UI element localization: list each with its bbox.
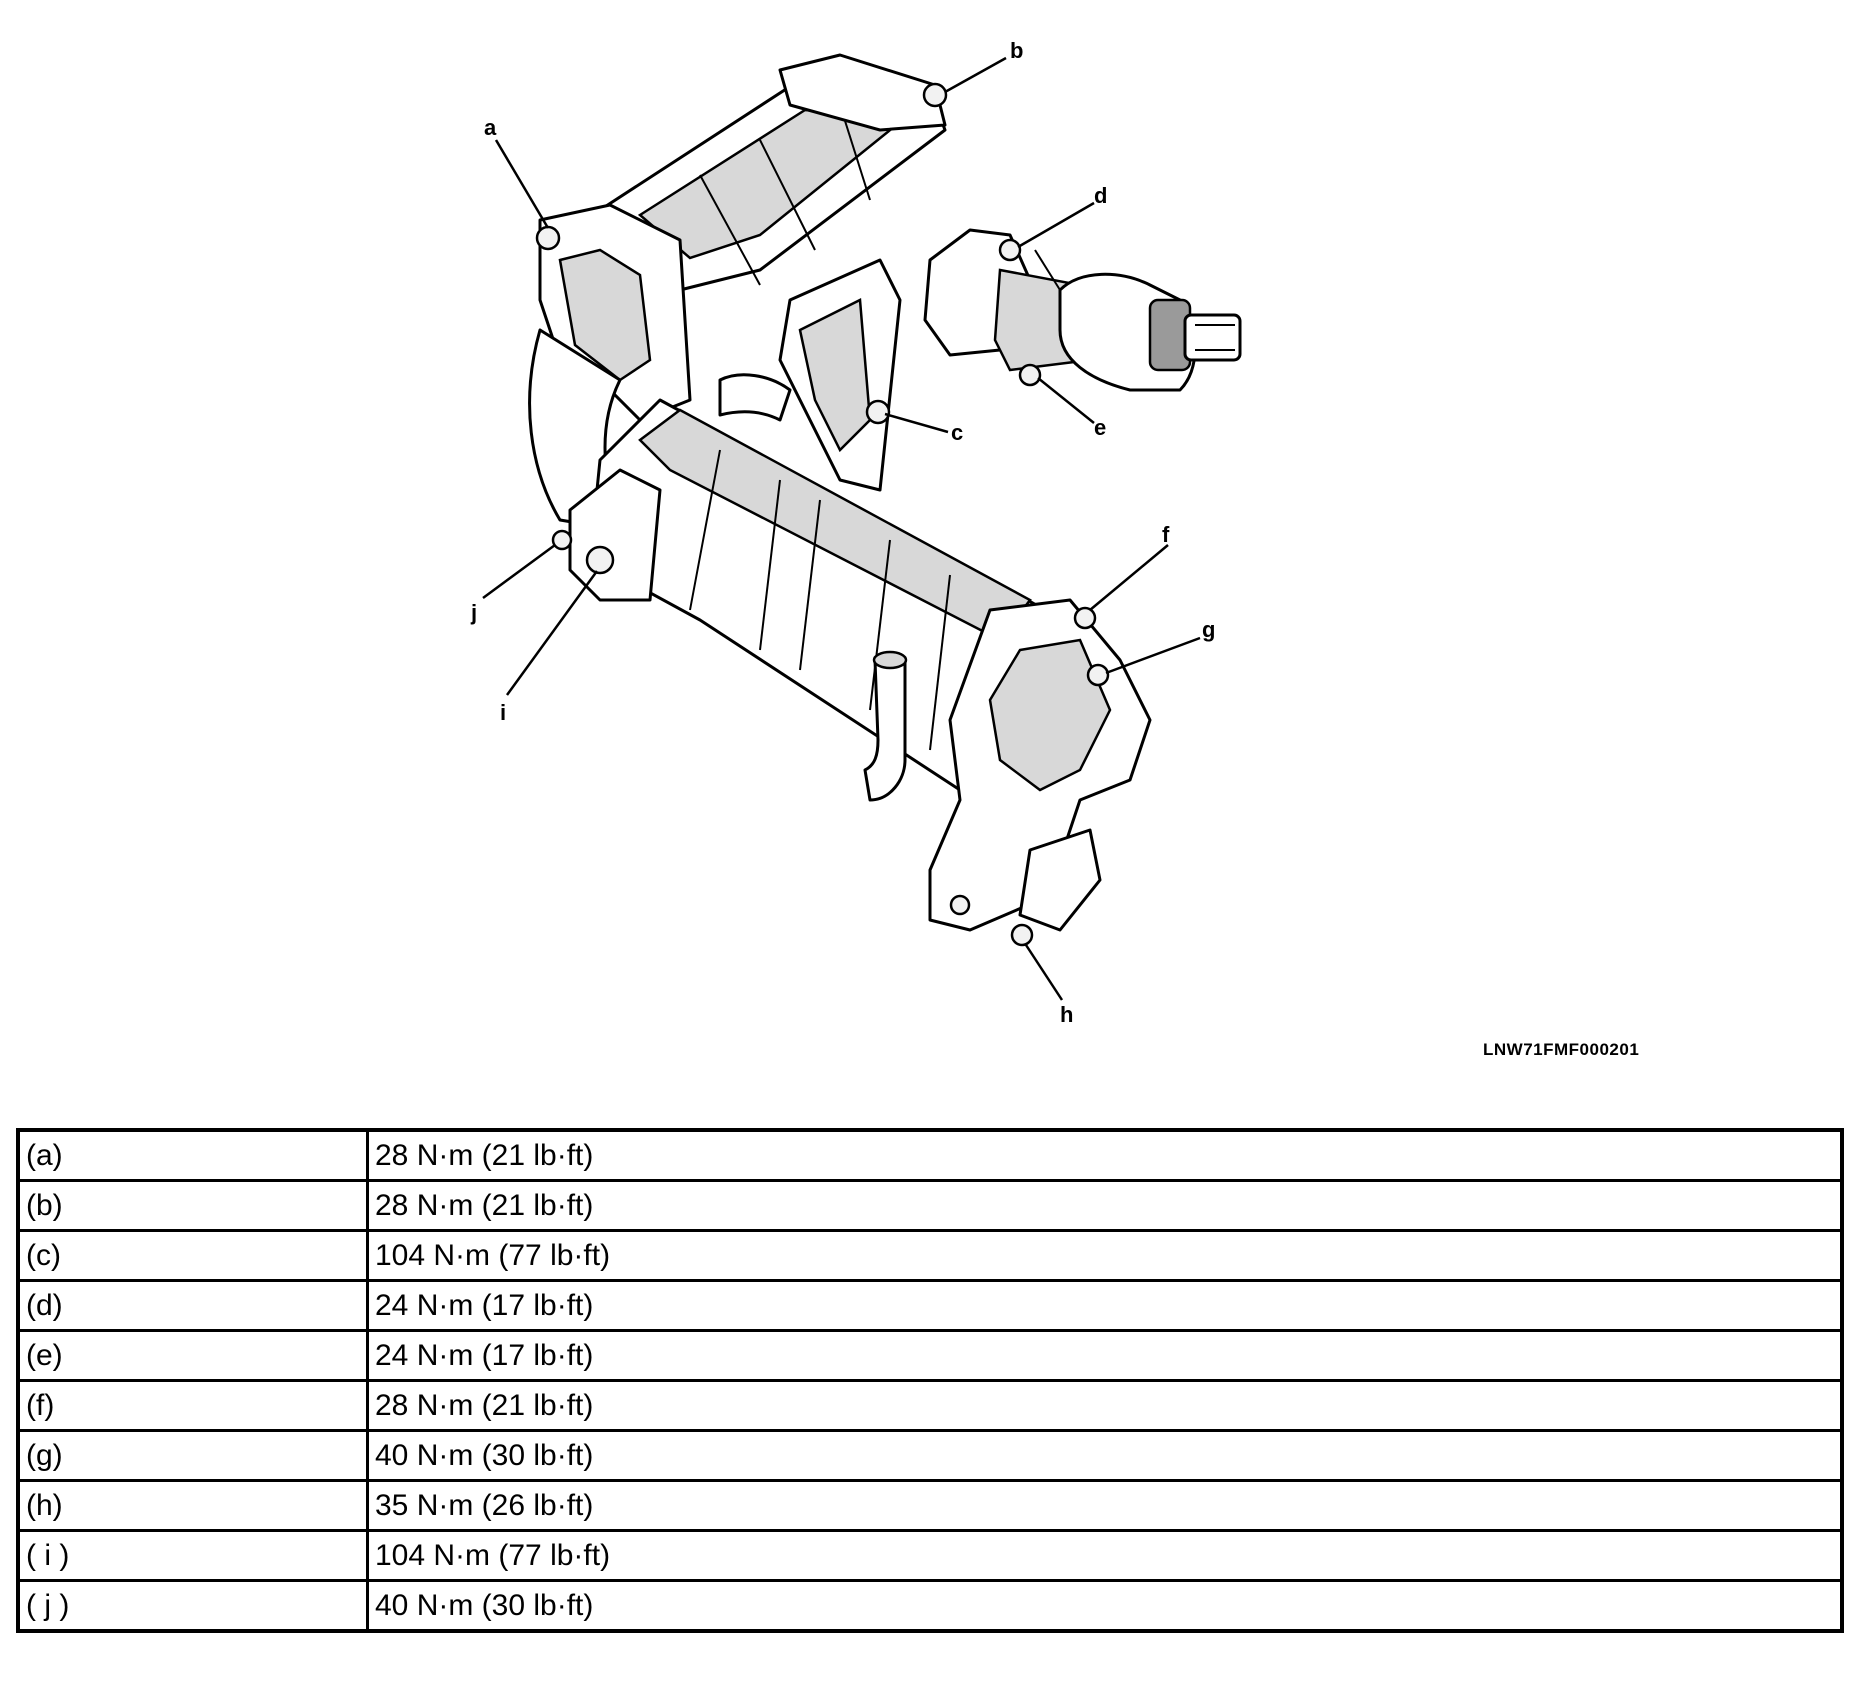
- callout-labels: a b c d e f g h i j: [470, 38, 1215, 1027]
- fastener-label: (a): [16, 1128, 369, 1182]
- fastener-label: (d): [16, 1279, 369, 1332]
- fastener-label: ( i ): [16, 1529, 369, 1582]
- table-row: (d) 24 N·m (17 lb·ft): [16, 1279, 1844, 1332]
- table-row: (g) 40 N·m (30 lb·ft): [16, 1429, 1844, 1482]
- fastener-label: (h): [16, 1479, 369, 1532]
- torque-spec-table: (a) 28 N·m (21 lb·ft) (b) 28 N·m (21 lb·…: [16, 1128, 1844, 1633]
- fastener-label: (e): [16, 1329, 369, 1382]
- torque-value: 24 N·m (17 lb·ft): [366, 1329, 1844, 1382]
- bolt-a: [535, 225, 561, 251]
- upper-egr-cooler: [528, 53, 947, 532]
- table-row: (b) 28 N·m (21 lb·ft): [16, 1179, 1844, 1232]
- bolt-e: [1018, 363, 1042, 387]
- bolt-j: [551, 529, 573, 551]
- callout-b: b: [1010, 38, 1023, 63]
- bolt-h: [1010, 923, 1034, 947]
- table-row: (c) 104 N·m (77 lb·ft): [16, 1229, 1844, 1282]
- coolant-pipe: [863, 650, 908, 802]
- leader-lines: [482, 56, 1201, 1001]
- bolt-b: [922, 82, 948, 108]
- table-row: (e) 24 N·m (17 lb·ft): [16, 1329, 1844, 1382]
- lower-egr-cooler: [568, 398, 1082, 792]
- table-row: ( j ) 40 N·m (30 lb·ft): [16, 1579, 1844, 1633]
- torque-value: 40 N·m (30 lb·ft): [366, 1429, 1844, 1482]
- fastener-label: (g): [16, 1429, 369, 1482]
- table-row: (h) 35 N·m (26 lb·ft): [16, 1479, 1844, 1532]
- bolt-d: [998, 238, 1022, 262]
- center-bracket: [718, 258, 902, 492]
- fastener-label: (b): [16, 1179, 369, 1232]
- torque-value: 35 N·m (26 lb·ft): [366, 1479, 1844, 1532]
- fastener-label: ( j ): [16, 1579, 369, 1633]
- torque-value: 40 N·m (30 lb·ft): [366, 1579, 1844, 1633]
- callout-c: c: [951, 420, 963, 445]
- bolt-i: [585, 545, 615, 575]
- callout-j: j: [470, 600, 477, 625]
- figure-id: LNW71FMF000201: [1483, 1040, 1639, 1059]
- table-row: (a) 28 N·m (21 lb·ft): [16, 1128, 1844, 1182]
- bolt-f: [1073, 606, 1097, 630]
- bolt-c: [865, 399, 891, 425]
- callout-h: h: [1060, 1002, 1073, 1027]
- callout-e: e: [1094, 415, 1106, 440]
- table-row: ( i ) 104 N·m (77 lb·ft): [16, 1529, 1844, 1582]
- table-row: (f) 28 N·m (21 lb·ft): [16, 1379, 1844, 1432]
- bolts: [535, 82, 1110, 947]
- bolt-g: [1086, 663, 1110, 687]
- torque-value: 24 N·m (17 lb·ft): [366, 1279, 1844, 1332]
- torque-value: 104 N·m (77 lb·ft): [366, 1229, 1844, 1282]
- callout-a: a: [484, 115, 497, 140]
- fastener-label: (f): [16, 1379, 369, 1432]
- torque-value: 28 N·m (21 lb·ft): [366, 1379, 1844, 1432]
- callout-g: g: [1202, 617, 1215, 642]
- callout-i: i: [500, 700, 506, 725]
- callout-f: f: [1162, 522, 1170, 547]
- torque-value: 104 N·m (77 lb·ft): [366, 1529, 1844, 1582]
- fastener-label: (c): [16, 1229, 369, 1282]
- callout-d: d: [1094, 183, 1107, 208]
- egr-cooler-assembly-diagram: a b c d e f g h i j LNW71FMF000201: [470, 38, 1639, 1059]
- egr-valve: [923, 228, 1242, 392]
- torque-value: 28 N·m (21 lb·ft): [366, 1128, 1844, 1182]
- torque-value: 28 N·m (21 lb·ft): [366, 1179, 1844, 1232]
